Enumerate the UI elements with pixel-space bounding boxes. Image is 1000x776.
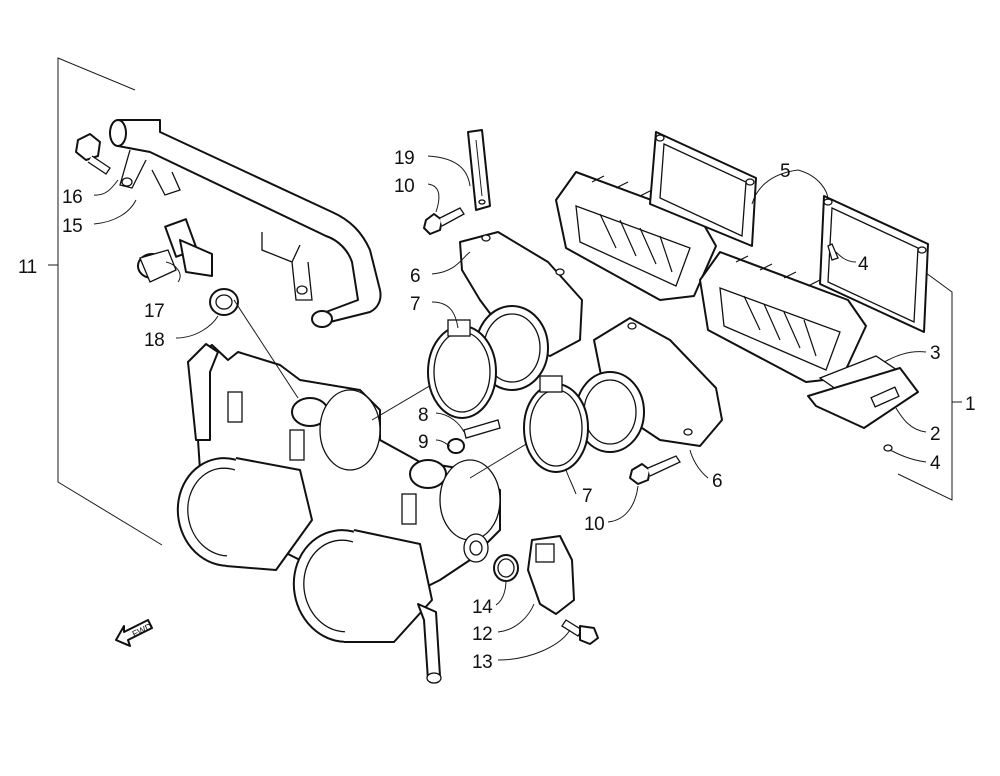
leader-lines <box>93 155 927 661</box>
callout-11: 11 <box>18 257 37 278</box>
callout-7-upper: 7 <box>410 294 420 315</box>
throttle-position-sensor-12 <box>527 535 575 615</box>
callout-10-upper: 10 <box>394 176 414 197</box>
callout-1: 1 <box>965 394 975 415</box>
o-ring-14 <box>493 554 519 582</box>
callout-9: 9 <box>418 432 428 453</box>
hose-clamp-7-lower <box>523 375 589 473</box>
callout-18: 18 <box>144 330 164 351</box>
callout-3: 3 <box>930 343 940 364</box>
fuel-rail <box>109 119 382 328</box>
callout-2: 2 <box>930 424 940 445</box>
bolt-8 <box>463 419 501 439</box>
screw-13 <box>561 619 599 645</box>
callout-10-lower: 10 <box>584 514 604 535</box>
callout-16: 16 <box>62 187 82 208</box>
reed-gasket-5-upper <box>649 131 757 247</box>
reed-cage-lower <box>699 251 867 383</box>
callout-4-upper: 4 <box>858 254 869 275</box>
throttle-body <box>176 343 501 684</box>
plate-19 <box>467 129 491 211</box>
screw-4-lower <box>883 444 893 452</box>
fuel-injector-17 <box>137 218 213 283</box>
bolt-10-lower <box>629 455 681 485</box>
callout-6-lower: 6 <box>712 471 722 492</box>
reed-cage-upper <box>555 171 717 301</box>
callout-6-upper: 6 <box>410 266 420 287</box>
callout-14: 14 <box>472 597 493 618</box>
callout-19: 19 <box>394 148 414 169</box>
callout-17: 17 <box>144 301 164 322</box>
forward-arrow-icon: FWD <box>115 619 154 647</box>
reed-stopper-2 <box>807 367 919 429</box>
callouts: 1 2 3 4 4 5 6 6 7 7 8 9 10 10 11 12 13 1… <box>18 148 976 673</box>
intake-boot-lower <box>575 317 723 453</box>
nut-9 <box>447 438 465 454</box>
bolt-16 <box>75 133 111 175</box>
screw-4-upper <box>827 243 839 261</box>
callout-5: 5 <box>780 161 790 182</box>
callout-7-lower: 7 <box>582 486 592 507</box>
reed-gasket-5-lower <box>819 195 929 333</box>
seal-18 <box>209 288 239 316</box>
bolt-10-upper <box>423 207 465 235</box>
callout-4-lower: 4 <box>930 453 941 474</box>
callout-15: 15 <box>62 216 82 237</box>
assembly-frame-11 <box>48 57 163 546</box>
callout-13: 13 <box>472 652 492 673</box>
hose-clamp-7-upper <box>427 319 497 419</box>
callout-8: 8 <box>418 405 428 426</box>
callout-12: 12 <box>472 624 492 645</box>
